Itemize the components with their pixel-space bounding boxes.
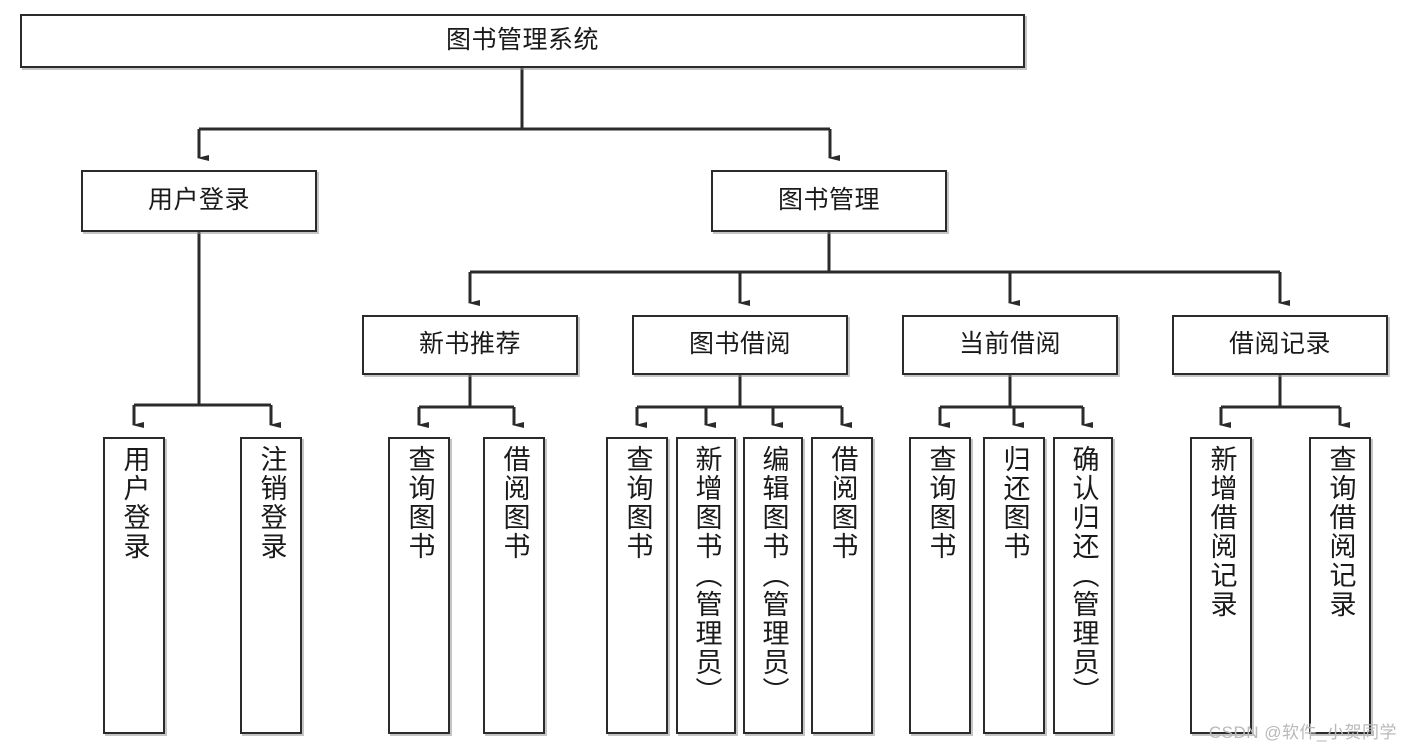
node-current-borrow[interactable]: 当前借阅 xyxy=(902,315,1118,375)
leaf-node[interactable]: 归还图书 xyxy=(983,437,1045,734)
node-new-book-recommend-label: 新书推荐 xyxy=(418,330,521,359)
node-new-book-recommend[interactable]: 新书推荐 xyxy=(362,315,578,375)
leaf-node[interactable]: 确认归还（管理员） xyxy=(1053,437,1113,734)
leaf-node[interactable]: 新增借阅记录 xyxy=(1190,437,1252,734)
node-book-borrow[interactable]: 图书借阅 xyxy=(632,315,848,375)
leaf-node-label: 归还图书 xyxy=(999,445,1030,561)
leaf-node[interactable]: 查询图书 xyxy=(388,437,450,734)
node-current-borrow-label: 当前借阅 xyxy=(958,330,1061,359)
leaf-node-label: 新增借阅记录 xyxy=(1206,445,1237,619)
node-book-management[interactable]: 图书管理 xyxy=(711,170,947,232)
leaf-node[interactable]: 借阅图书 xyxy=(811,437,873,734)
leaf-node-label: 确认归还（管理员） xyxy=(1068,445,1099,706)
leaf-node[interactable]: 查询图书 xyxy=(909,437,971,734)
leaf-node[interactable]: 编辑图书（管理员） xyxy=(743,437,803,734)
node-book-borrow-label: 图书借阅 xyxy=(688,330,791,359)
leaf-node[interactable]: 借阅图书 xyxy=(483,437,545,734)
node-root[interactable]: 图书管理系统 xyxy=(20,14,1025,68)
csdn-watermark: CSDN @软件_小贺同学 xyxy=(1208,723,1397,742)
node-root-label: 图书管理系统 xyxy=(445,26,599,55)
leaf-node-label: 借阅图书 xyxy=(827,445,858,561)
leaf-node-label: 查询图书 xyxy=(404,445,435,561)
leaf-node-label: 借阅图书 xyxy=(499,445,530,561)
node-user-login-label: 用户登录 xyxy=(147,186,250,215)
node-book-management-label: 图书管理 xyxy=(777,186,880,215)
leaf-node[interactable]: 用户登录 xyxy=(103,437,165,734)
leaf-node[interactable]: 查询图书 xyxy=(606,437,668,734)
leaf-node[interactable]: 注销登录 xyxy=(240,437,302,734)
node-borrow-records[interactable]: 借阅记录 xyxy=(1172,315,1388,375)
leaf-node[interactable]: 新增图书（管理员） xyxy=(676,437,736,734)
leaf-node-label: 查询借阅记录 xyxy=(1325,445,1356,619)
node-borrow-records-label: 借阅记录 xyxy=(1228,330,1331,359)
leaf-node-label: 查询图书 xyxy=(622,445,653,561)
leaf-node-label: 新增图书（管理员） xyxy=(691,445,722,706)
leaf-node-label: 注销登录 xyxy=(256,445,287,561)
node-user-login[interactable]: 用户登录 xyxy=(81,170,317,232)
leaf-node-label: 编辑图书（管理员） xyxy=(758,445,789,706)
leaf-node[interactable]: 查询借阅记录 xyxy=(1309,437,1371,734)
leaf-node-label: 查询图书 xyxy=(925,445,956,561)
leaf-node-label: 用户登录 xyxy=(119,445,150,561)
